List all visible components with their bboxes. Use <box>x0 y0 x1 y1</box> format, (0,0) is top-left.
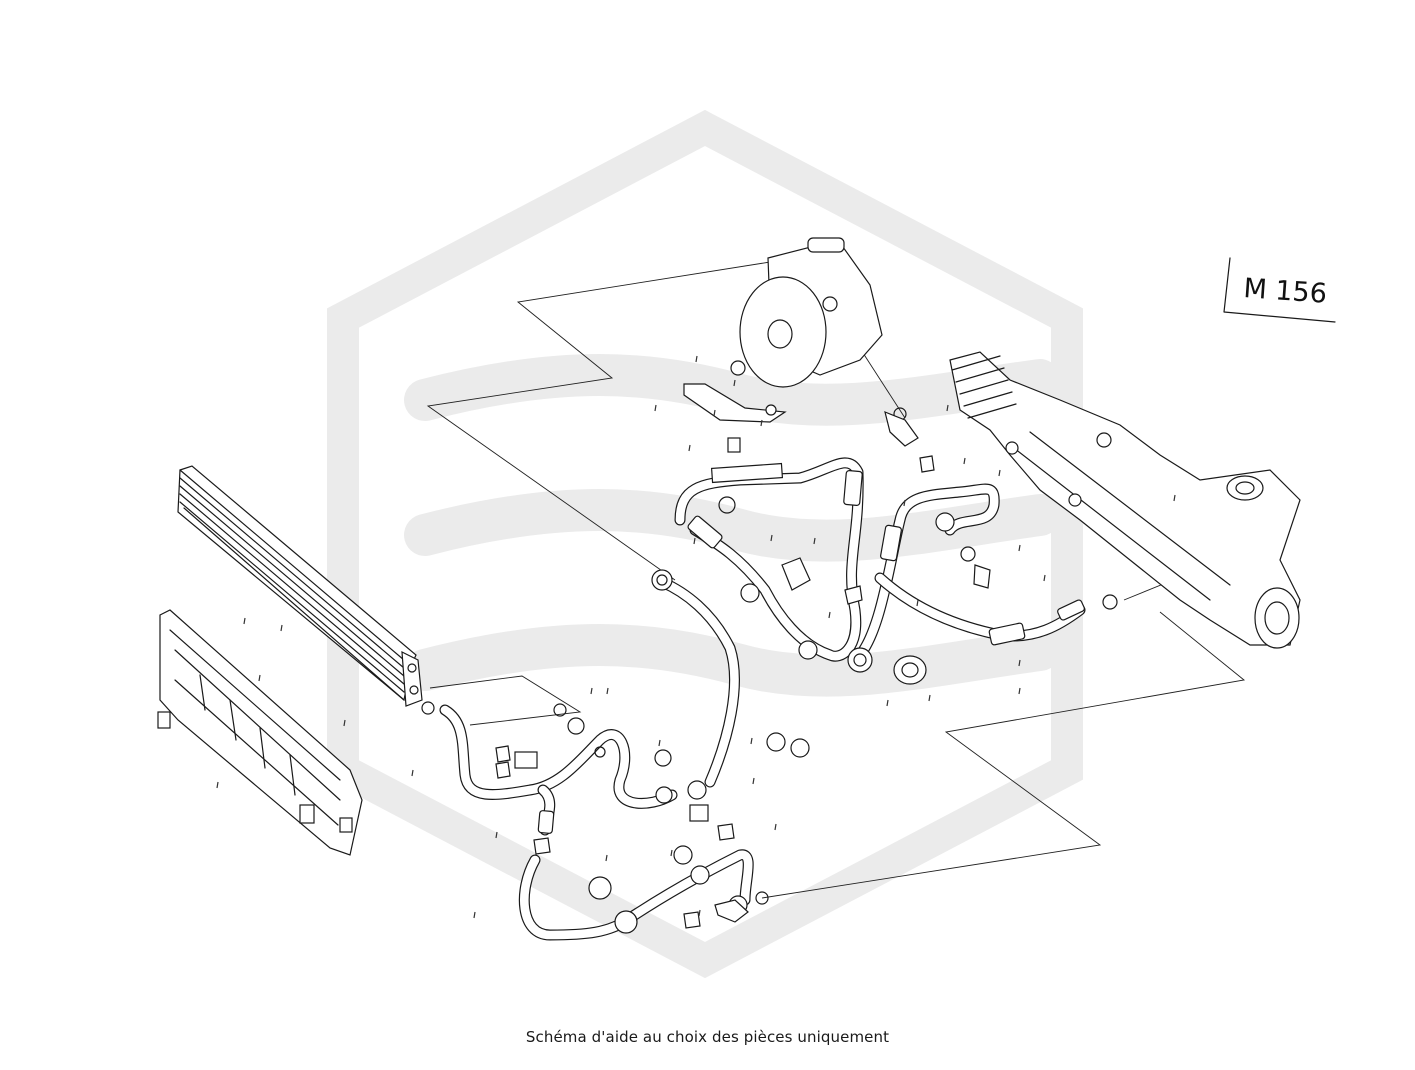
engine-code-label: M 156 <box>1243 273 1328 310</box>
watermark-logo <box>327 109 1083 979</box>
radiator <box>177 465 423 707</box>
power-steering-pump <box>739 237 883 388</box>
radiator-bracket <box>157 609 363 856</box>
bolts <box>495 411 991 929</box>
disclaimer-caption: Schéma d'aide au choix des pièces unique… <box>525 1028 890 1046</box>
engine-code-box: M 156 <box>1223 257 1336 323</box>
clamps <box>514 462 955 934</box>
steering-rack <box>949 351 1301 649</box>
pump-bracket <box>683 360 787 453</box>
hose-sleeves <box>537 470 1085 834</box>
callout-ticks <box>216 355 1176 919</box>
